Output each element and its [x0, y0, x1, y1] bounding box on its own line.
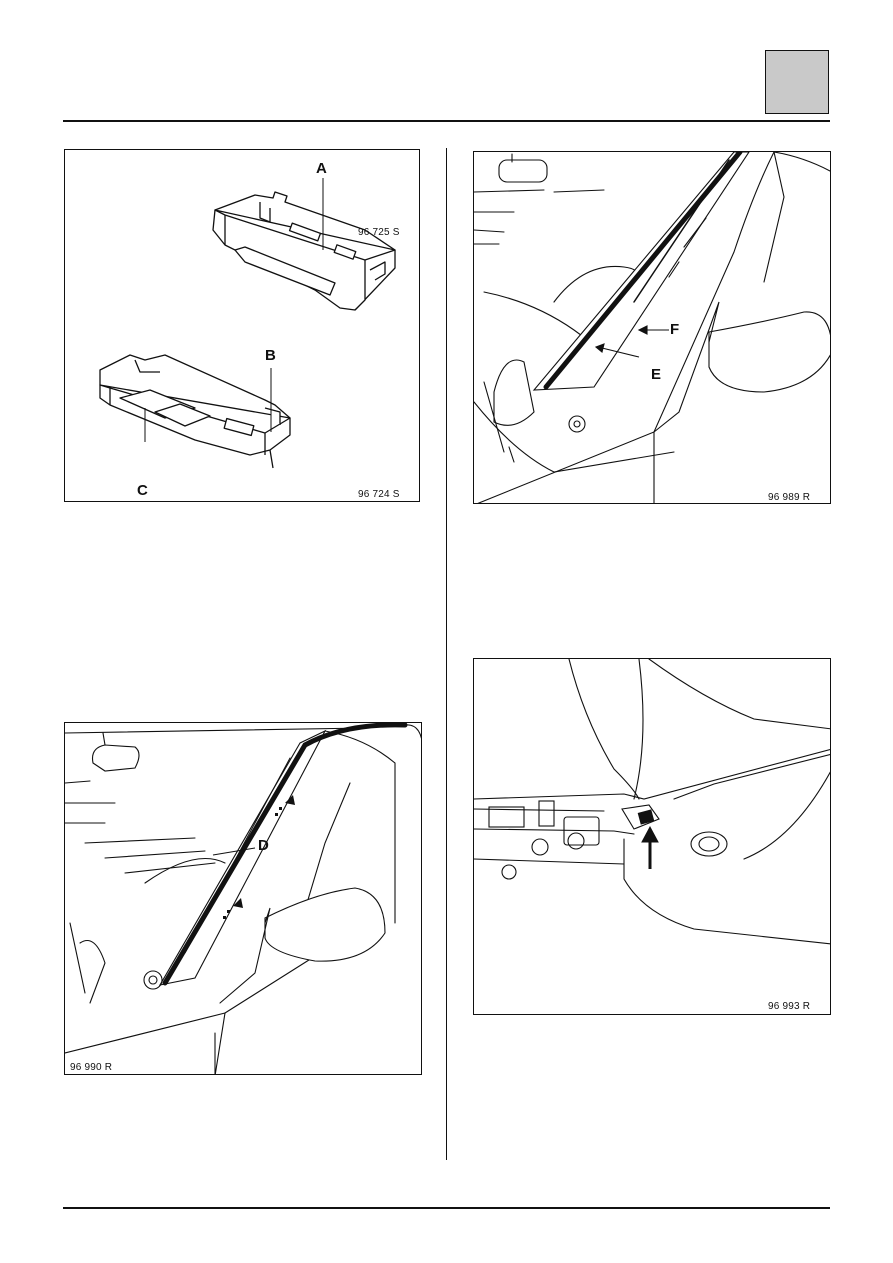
figure-clip-detail: 96 993 R — [473, 658, 831, 1015]
callout-f: F — [670, 321, 680, 338]
pillar-trim-illustration — [474, 152, 830, 503]
header-rule — [63, 120, 830, 122]
connectors-illustration — [99, 178, 396, 469]
pillar-trim-d-illustration — [65, 723, 421, 1074]
figure-reference: 96 724 S — [358, 489, 400, 500]
figure-connectors: A B C 96 725 S 96 724 S — [64, 149, 420, 502]
figure-reference: 96 990 R — [70, 1062, 113, 1073]
figure-reference: 96 725 S — [358, 227, 400, 238]
callout-e: E — [651, 366, 662, 383]
callout-b: B — [265, 347, 276, 364]
chapter-marker-box — [765, 50, 829, 114]
figure-reference: 96 993 R — [768, 1001, 811, 1012]
footer-rule — [63, 1207, 830, 1209]
clip-detail-illustration — [474, 659, 830, 945]
callout-a: A — [316, 160, 327, 177]
callout-d: D — [258, 837, 269, 854]
column-divider — [446, 148, 447, 1160]
callout-c: C — [137, 482, 148, 499]
figure-pillar-trim-d: D 96 990 R — [64, 722, 422, 1075]
figure-pillar-trim-ef: F E 96 989 R — [473, 151, 831, 504]
figure-reference: 96 989 R — [768, 492, 811, 503]
